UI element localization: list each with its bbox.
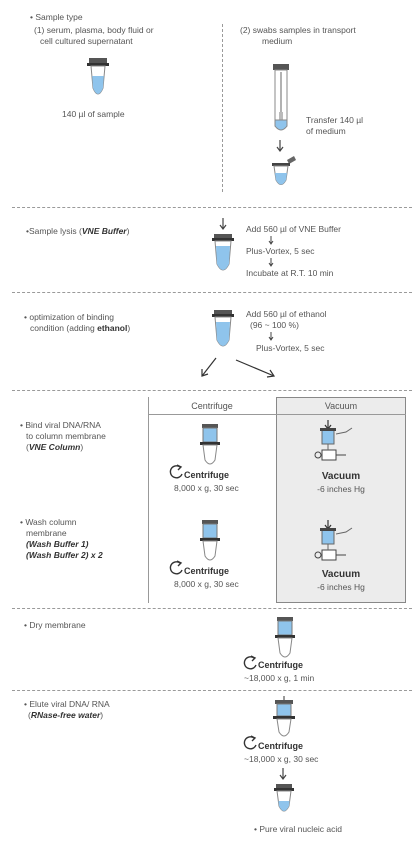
centrifuge-speed-wash: 8,000 x g, 30 sec: [174, 579, 239, 589]
table-header-rule: [148, 414, 406, 415]
sample-type-divider: [222, 24, 223, 192]
centrifuge-header: Centrifuge: [191, 401, 233, 411]
centrifuge-label-bind: Centrifuge: [184, 470, 229, 480]
down-arrow-icon: [268, 332, 274, 341]
binding-step-add-ethanol: Add 560 µl of ethanol: [246, 309, 327, 319]
spin-column-icon: [200, 520, 220, 561]
swab-tube-icon: [273, 64, 289, 131]
ethanol-tube-icon: [212, 310, 234, 347]
elute-label-line2: (RNase-free water): [28, 710, 104, 720]
bind-label-line2: to column membrane: [26, 431, 106, 441]
vacuum-label-wash: Vacuum: [321, 569, 361, 580]
vacuum-header: Vacuum: [324, 401, 358, 411]
rotate-icon: [169, 560, 183, 575]
sample-volume-label: 140 µl of sample: [62, 109, 125, 119]
vacuum-label-bind: Vacuum: [321, 471, 361, 482]
vacuum-manifold-icon: [314, 520, 353, 561]
binding-step-ethanol-percent: (96 ~ 100 %): [250, 320, 299, 330]
spin-column-icon: [200, 424, 220, 465]
section-divider-3: [12, 390, 412, 391]
binding-label-line1: • optimization of binding: [24, 312, 114, 322]
dry-centrifuge-label: Centrifuge: [258, 660, 303, 670]
elute-label-line1: • Elute viral DNA/ RNA: [24, 699, 110, 709]
elute-centrifuge-label: Centrifuge: [258, 741, 303, 751]
rotate-icon: [243, 735, 257, 750]
wash-label-buffer2: (Wash Buffer 2) x 2: [26, 550, 103, 560]
section-divider-2: [12, 292, 412, 293]
bind-label-line1: • Bind viral DNA/RNA: [20, 420, 101, 430]
lysis-step-incubate: Incubate at R.T. 10 min: [246, 268, 334, 278]
section-divider-4: [12, 608, 412, 609]
lysis-step-add-buffer: Add 560 µl of VNE Buffer: [246, 224, 341, 234]
down-arrow-icon: [279, 768, 287, 780]
vacuum-column: [276, 397, 406, 603]
vacuum-pressure-wash: -6 inches Hg: [317, 582, 365, 592]
binding-step-vortex: Plus-Vortex, 5 sec: [256, 343, 325, 353]
sample-type-heading: • Sample type: [30, 12, 83, 22]
wash-label-line2: membrane: [26, 528, 67, 538]
final-tube-icon: [274, 784, 294, 812]
dry-membrane-label: • Dry membrane: [24, 620, 86, 630]
sample-type-option1-line2: cell cultured supernatant: [40, 36, 133, 46]
wash-label-line1: • Wash column: [20, 517, 77, 527]
pure-nucleic-acid-label: • Pure viral nucleic acid: [254, 824, 343, 834]
down-arrow-icon: [219, 218, 227, 230]
centrifuge-speed-bind: 8,000 x g, 30 sec: [174, 483, 239, 493]
transfer-label-line2: of medium: [306, 126, 346, 136]
lysis-step-vortex: Plus-Vortex, 5 sec: [246, 246, 315, 256]
spin-column-icon: [275, 617, 295, 658]
dry-centrifuge-speed: ~18,000 x g, 1 min: [244, 673, 315, 683]
lysis-tube-icon: [212, 234, 234, 271]
elution-column-icon: [273, 696, 295, 737]
rotate-icon: [169, 464, 183, 479]
sample-tube-icon: [87, 58, 109, 95]
rotate-icon: [243, 655, 257, 670]
section-divider-1: [12, 207, 412, 208]
vacuum-pressure-bind: -6 inches Hg: [317, 484, 365, 494]
down-arrow-icon: [268, 236, 274, 245]
sample-type-option1-line1: (1) serum, plasma, body fluid or: [34, 25, 154, 35]
bind-label-line3: (VNE Column): [26, 442, 84, 452]
elute-centrifuge-speed: ~18,000 x g, 30 sec: [244, 754, 319, 764]
down-arrow-icon: [276, 140, 284, 152]
sample-lysis-label: •Sample lysis (VNE Buffer): [26, 226, 130, 236]
centrifuge-label-wash: Centrifuge: [184, 566, 229, 576]
centrifuge-column: [148, 397, 276, 603]
sample-type-option2-line2: medium: [262, 36, 293, 46]
transfer-label-line1: Transfer 140 µl: [306, 115, 364, 125]
wash-label-buffer1: (Wash Buffer 1): [26, 539, 89, 549]
section-divider-5: [12, 690, 412, 691]
vacuum-manifold-icon: [314, 420, 353, 461]
branch-arrows-icon: [201, 357, 276, 378]
microtube-open-icon: [272, 156, 296, 185]
binding-label-line2: condition (adding ethanol): [30, 323, 131, 333]
down-arrow-icon: [268, 258, 274, 267]
sample-type-option2-line1: (2) swabs samples in transport: [240, 25, 356, 35]
